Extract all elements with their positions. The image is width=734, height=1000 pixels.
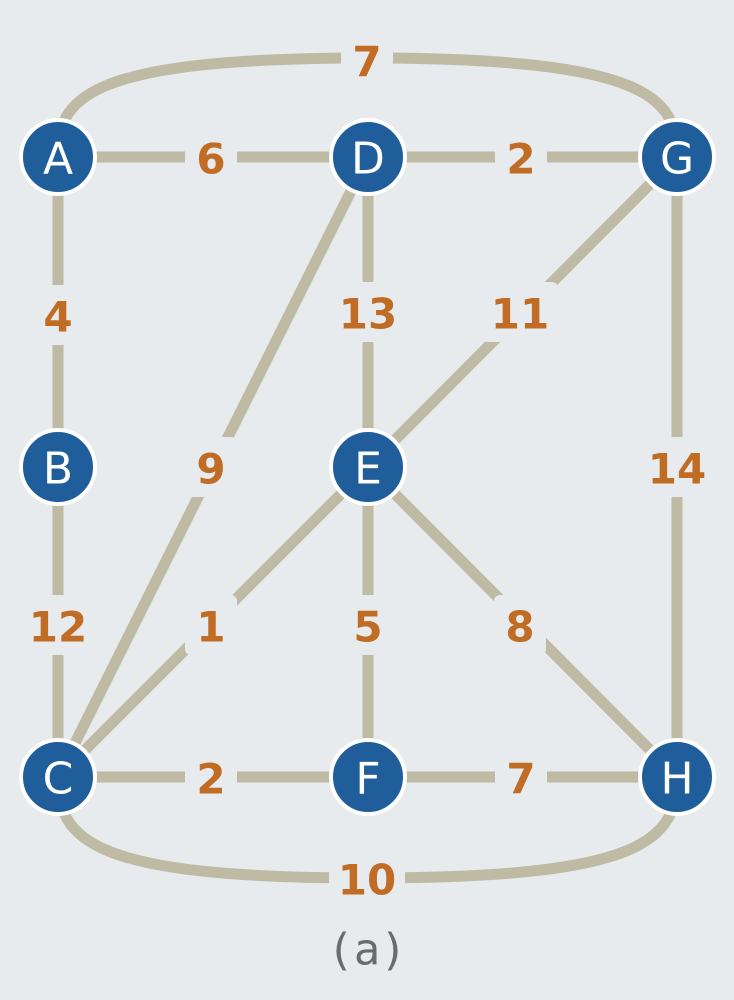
node-circle: [19, 118, 97, 196]
node-circle: [329, 428, 407, 506]
edge-weight-label: 12: [29, 603, 87, 652]
edge-weight-label: 14: [648, 445, 706, 494]
node-d: D: [329, 118, 407, 196]
edge-weight-bg: [495, 127, 547, 187]
edge-weight-label: 7: [352, 38, 381, 87]
edge-weight-bg: [342, 595, 394, 655]
node-circle: [638, 738, 716, 816]
edge-weight-bg: [185, 595, 237, 655]
node-b: B: [19, 428, 97, 506]
node-c: C: [19, 738, 97, 816]
node-e: E: [329, 428, 407, 506]
node-a: A: [19, 118, 97, 196]
edge-weight-bg: [639, 437, 715, 497]
node-circle: [19, 738, 97, 816]
edge-weight-label: 1: [196, 603, 225, 652]
node-h: H: [638, 738, 716, 816]
edge-weight-bg: [32, 285, 84, 345]
edge-weight-label: 9: [196, 445, 225, 494]
node-label: G: [660, 134, 694, 185]
edge-weight-label: 2: [506, 135, 535, 184]
node-f: F: [329, 738, 407, 816]
edge-weight-bg: [495, 747, 547, 807]
edge-weight-bg: [185, 127, 237, 187]
edge-weight-bg: [341, 30, 393, 90]
edge-weight-bg: [329, 848, 405, 908]
edge-weight-label: 6: [196, 135, 225, 184]
edge-weight-bg: [330, 282, 406, 342]
weights-layer: 7 6 2 4 13 11 9 14 12 1 5 8 2 7 10: [20, 30, 715, 908]
edge-weight-bg: [20, 595, 96, 655]
edge-weight-bg: [185, 747, 237, 807]
node-circle: [329, 118, 407, 196]
edge-weight-label: 13: [339, 290, 397, 339]
node-circle: [19, 428, 97, 506]
node-label: A: [43, 134, 73, 185]
edge-weight-label: 7: [506, 755, 535, 804]
edge-weight-label: 10: [338, 856, 396, 905]
node-label: H: [660, 754, 693, 805]
edge-weight-label: 11: [491, 290, 549, 339]
edge-weight-label: 2: [196, 755, 225, 804]
node-label: E: [354, 444, 382, 495]
node-g: G: [638, 118, 716, 196]
node-label: D: [351, 134, 385, 185]
edge-weight-bg: [482, 282, 558, 342]
nodes-layer: A D G B E C F H: [19, 118, 716, 816]
edge-weight-bg: [185, 437, 237, 497]
edge-weight-label: 8: [505, 603, 534, 652]
edge-weight-bg: [494, 595, 546, 655]
node-circle: [638, 118, 716, 196]
node-label: C: [43, 754, 74, 805]
edge-weight-label: 4: [43, 293, 72, 342]
figure-caption: (a): [327, 925, 406, 976]
node-label: B: [43, 444, 73, 495]
node-circle: [329, 738, 407, 816]
edge-weight-label: 5: [353, 603, 382, 652]
node-label: F: [355, 754, 380, 805]
